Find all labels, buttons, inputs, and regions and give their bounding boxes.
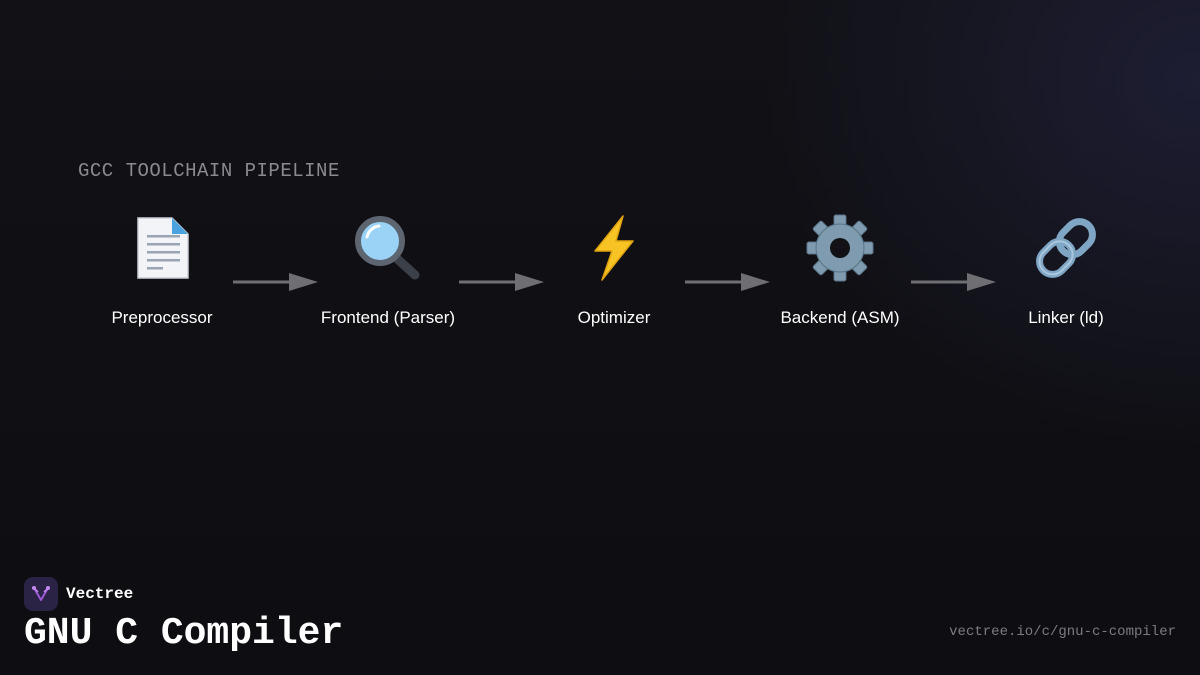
stage-label: Preprocessor (111, 308, 213, 327)
stage-optimizer: Optimizer (514, 212, 714, 328)
arrow-right-icon (685, 273, 770, 291)
stage-backend: Backend (ASM) (740, 212, 940, 328)
magnifier-icon (353, 212, 423, 284)
link-icon (1031, 212, 1101, 284)
arrow-right-icon (911, 273, 996, 291)
arrow-right-icon (233, 273, 318, 291)
stage-label: Frontend (Parser) (320, 308, 456, 327)
document-icon (132, 212, 192, 284)
lightning-icon (589, 212, 639, 284)
stage-label: Linker (ld) (1028, 308, 1104, 327)
stage-frontend: Frontend (Parser) (288, 212, 488, 328)
page-url: vectree.io/c/gnu-c-compiler (949, 624, 1176, 640)
brand-name: Vectree (66, 585, 134, 603)
stage-label: Backend (ASM) (780, 308, 900, 327)
brand: Vectree (24, 577, 133, 611)
arrow-right-icon (459, 273, 544, 291)
stage-linker: Linker (ld) (966, 212, 1166, 328)
stage-label: Optimizer (577, 308, 651, 327)
vectree-logo-icon (24, 577, 58, 611)
gear-icon (806, 212, 874, 284)
pipeline-label: GCC TOOLCHAIN PIPELINE (78, 160, 340, 182)
stage-preprocessor: Preprocessor (62, 212, 262, 328)
page-title: GNU C Compiler (24, 612, 344, 655)
